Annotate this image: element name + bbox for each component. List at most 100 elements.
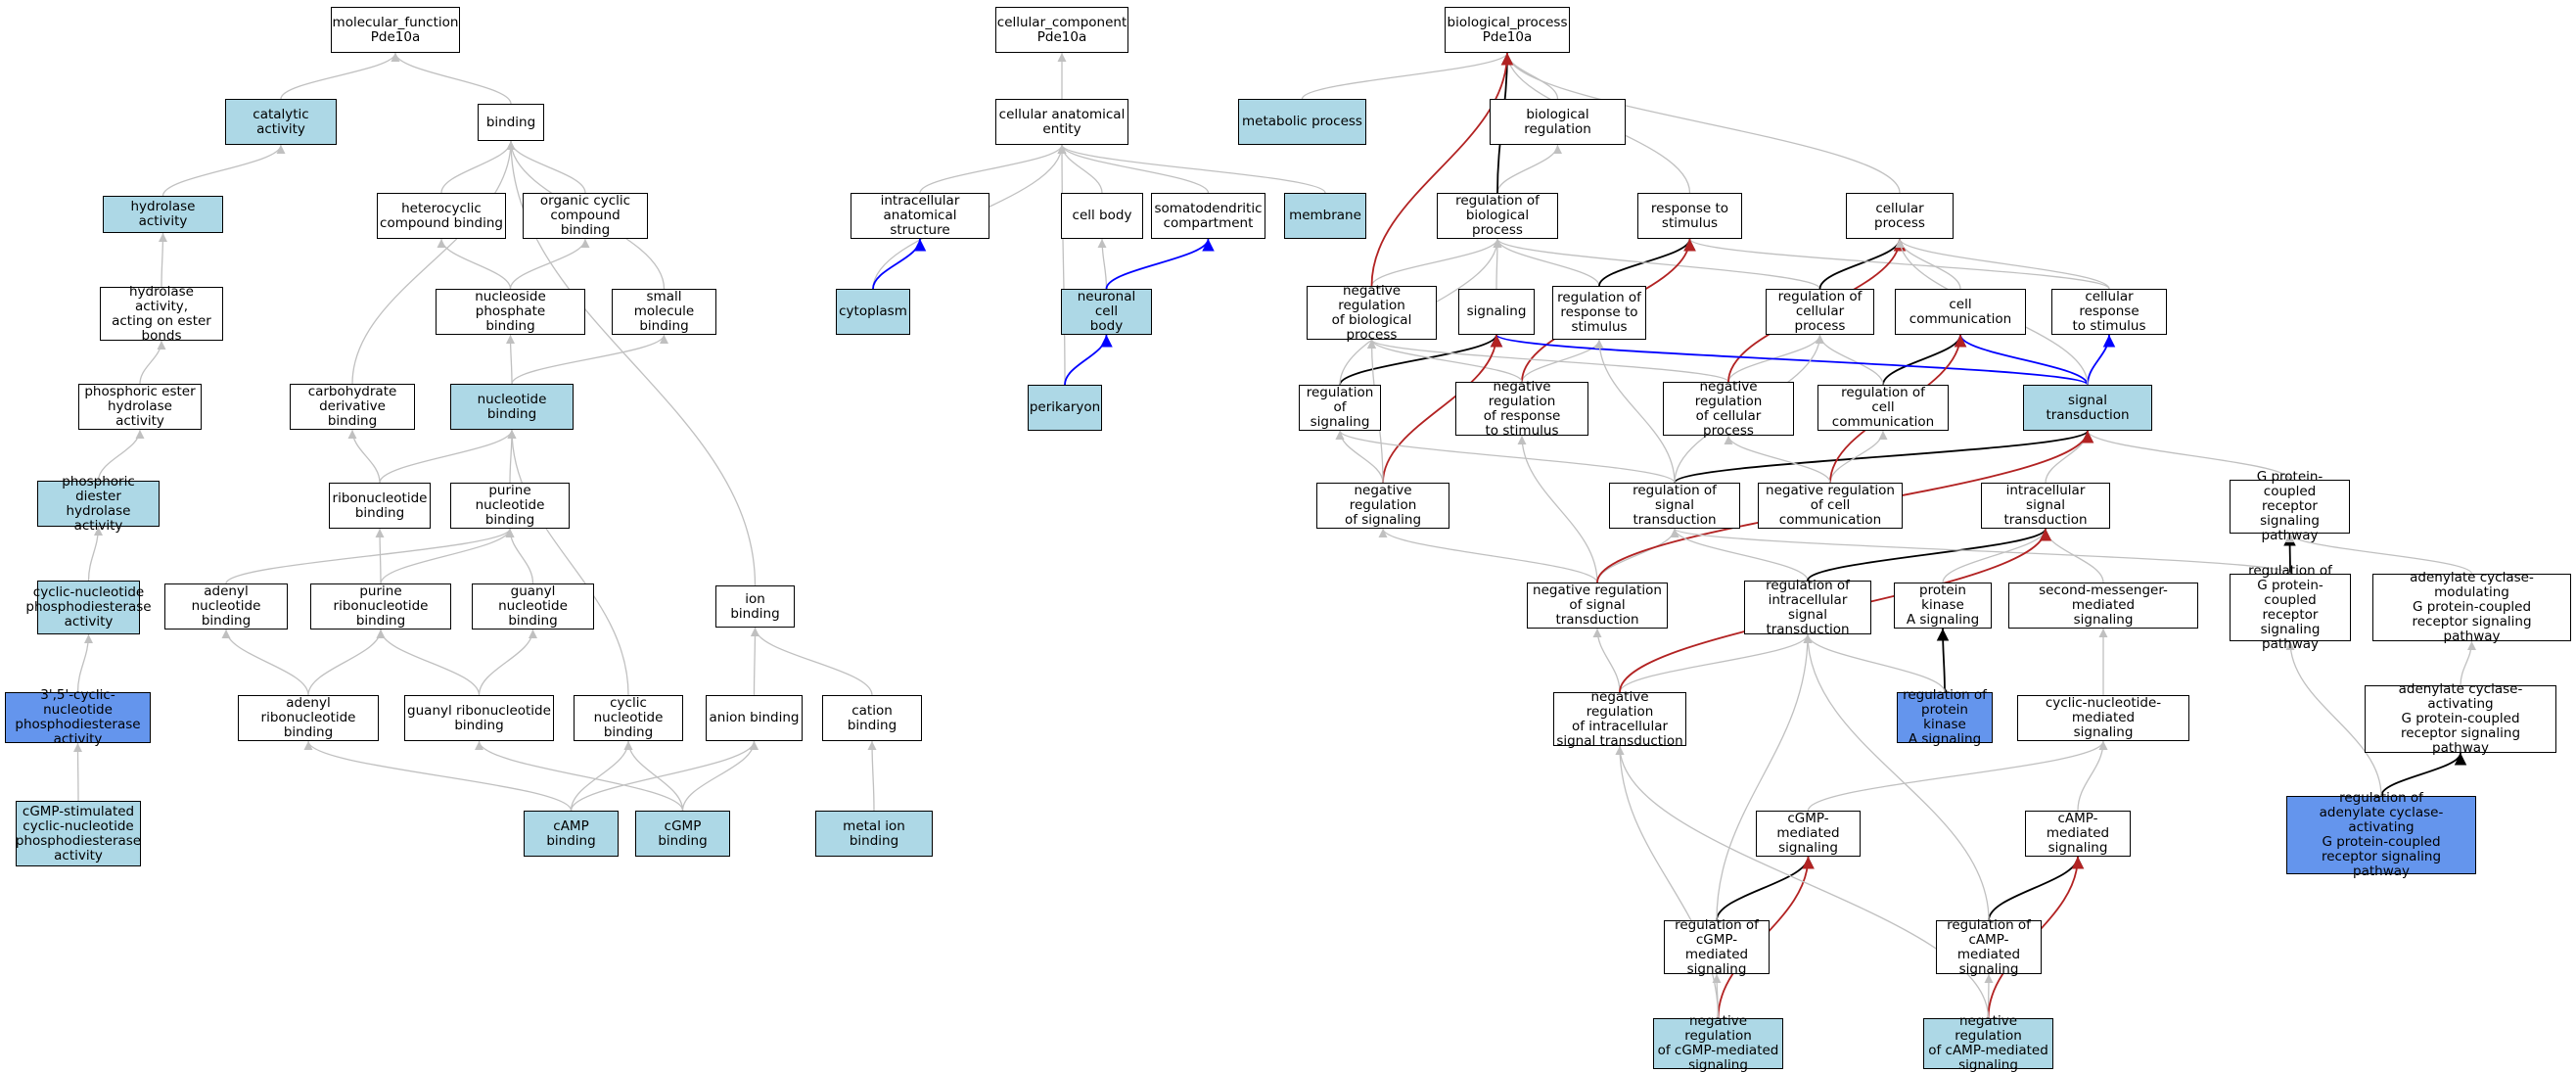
node-guanyl-ribonucleotide[interactable]: guanyl ribonucleotide binding xyxy=(404,695,554,741)
node-ion-binding[interactable]: ion binding xyxy=(715,585,795,628)
node-ist[interactable]: intracellular signal transduction xyxy=(1981,483,2110,529)
node-cgmp-binding[interactable]: cGMP binding xyxy=(635,811,730,857)
node-neg-reg-camp[interactable]: negative regulation of cAMP-mediated sig… xyxy=(1923,1014,2053,1073)
node-neg-reg-bp[interactable]: negative regulation of biological proces… xyxy=(1307,283,1437,342)
node-neg-reg-resp-stim[interactable]: negative regulation of response to stimu… xyxy=(1455,379,1588,438)
edge-nucleotide-binding-to-small-molecule xyxy=(511,334,668,385)
node-cell-body[interactable]: cell body xyxy=(1061,193,1143,239)
node-mf[interactable]: molecular_function Pde10a xyxy=(331,7,460,53)
edge-binding-to-mf xyxy=(391,52,512,105)
node-anion-binding[interactable]: anion binding xyxy=(706,695,803,741)
edge-reg-pka-to-reg-ist xyxy=(1803,633,1946,693)
edge-cell-resp-stim-to-resp-stim xyxy=(1685,238,2110,290)
node-neg-reg-cp[interactable]: negative regulation of cellular process xyxy=(1663,379,1794,438)
node-adenyl-nucleotide[interactable]: adenyl nucleotide binding xyxy=(164,583,288,630)
node-reg-cell-comm[interactable]: regulation of cell communication xyxy=(1817,385,1949,431)
node-reg-st[interactable]: regulation of signal transduction xyxy=(1609,483,1740,529)
node-pde-35[interactable]: 3',5'-cyclic-nucleotide phosphodiesteras… xyxy=(5,688,151,747)
edge-cell-resp-stim-to-cellular-process xyxy=(1895,238,2110,290)
node-carbohydrate-deriv[interactable]: carbohydrate derivative binding xyxy=(290,384,415,430)
node-cation-binding[interactable]: cation binding xyxy=(822,695,922,741)
edge-neg-reg-st-to-neg-reg-resp-stim xyxy=(1517,435,1598,583)
node-resp-stim[interactable]: response to stimulus xyxy=(1637,193,1742,239)
node-pka[interactable]: protein kinase A signaling xyxy=(1894,583,1992,629)
node-heterocyclic[interactable]: heterocyclic compound binding xyxy=(377,193,506,239)
node-ac-mod[interactable]: adenylate cyclase-modulating G protein-c… xyxy=(2372,571,2571,644)
node-nucleotide-binding[interactable]: nucleotide binding xyxy=(450,384,574,430)
edge-reg-cell-comm-to-cell-comm xyxy=(1882,334,1967,386)
edge-bio-reg-to-bp xyxy=(1502,52,1559,100)
edge-cgmp-mediated-to-cn-mediated xyxy=(1807,740,2108,812)
node-bp[interactable]: biological_process Pde10a xyxy=(1445,7,1570,53)
edge-cgmp-stim-pde-to-pde-35 xyxy=(72,742,83,802)
edge-cyclic-nucleotide-to-nucleotide-binding xyxy=(507,429,629,696)
node-camp-binding[interactable]: cAMP binding xyxy=(524,811,619,857)
node-perikaryon[interactable]: perikaryon xyxy=(1028,385,1102,431)
edge-reg-st-to-reg-resp-stim xyxy=(1594,339,1676,484)
node-guanyl-nucleotide[interactable]: guanyl nucleotide binding xyxy=(472,583,594,630)
node-somatodendritic[interactable]: somatodendritic compartment xyxy=(1151,193,1265,239)
node-neuronal-cell-body[interactable]: neuronal cell body xyxy=(1061,289,1152,335)
node-ribonucleotide[interactable]: ribonucleotide binding xyxy=(329,483,431,529)
edge-cytoplasm-to-ias xyxy=(872,238,927,290)
edge-ac-act-to-ac-mod xyxy=(2460,640,2477,686)
node-signal-transduction[interactable]: signal transduction xyxy=(2023,385,2152,431)
edge-metabolic-to-bp xyxy=(1301,52,1512,100)
edge-gpcr-to-signal-transduction xyxy=(2083,430,2291,481)
node-organic-cyclic[interactable]: organic cyclic compound binding xyxy=(523,193,648,239)
node-catalytic[interactable]: catalytic activity xyxy=(225,99,337,145)
node-reg-ac-act[interactable]: regulation of adenylate cyclase-activati… xyxy=(2286,791,2476,879)
node-small-molecule[interactable]: small molecule binding xyxy=(612,289,716,335)
node-cc[interactable]: cellular_component Pde10a xyxy=(995,7,1128,53)
node-cytoplasm[interactable]: cytoplasm xyxy=(836,289,910,335)
node-binding[interactable]: binding xyxy=(478,104,544,141)
node-hydrolase-ester[interactable]: hydrolase activity, acting on ester bond… xyxy=(100,284,223,343)
node-reg-bp[interactable]: regulation of biological process xyxy=(1437,193,1558,239)
node-neg-reg-ist[interactable]: negative regulation of intracellular sig… xyxy=(1553,689,1686,748)
node-reg-pka[interactable]: regulation of protein kinase A signaling xyxy=(1897,688,1993,747)
node-cn-mediated[interactable]: cyclic-nucleotide-mediated signaling xyxy=(2017,695,2189,741)
node-reg-cp[interactable]: regulation of cellular process xyxy=(1766,289,1874,335)
node-camp-mediated[interactable]: cAMP-mediated signaling xyxy=(2025,811,2131,857)
edge-reg-st-to-signal-transduction xyxy=(1674,430,2094,484)
node-ac-act[interactable]: adenylate cyclase-activating G protein-c… xyxy=(2365,682,2556,756)
node-second-messenger[interactable]: second-messenger-mediated signaling xyxy=(2008,583,2198,629)
edge-reg-gpcr-to-reg-st xyxy=(1670,528,2291,575)
node-neg-reg-cell-comm[interactable]: negative regulation of cell communicatio… xyxy=(1758,483,1903,529)
edge-hydrolase-to-catalytic xyxy=(161,144,286,197)
node-reg-camp[interactable]: regulation of cAMP-mediated signaling xyxy=(1936,917,2042,976)
node-reg-resp-stim[interactable]: regulation of response to stimulus xyxy=(1552,286,1646,340)
node-purine-ribonucleotide[interactable]: purine ribonucleotide binding xyxy=(310,583,451,630)
node-adenyl-ribonucleotide[interactable]: adenyl ribonucleotide binding xyxy=(238,695,379,741)
node-metal-ion[interactable]: metal ion binding xyxy=(815,811,933,857)
node-metabolic[interactable]: metabolic process xyxy=(1238,99,1366,145)
node-reg-ist[interactable]: regulation of intracellular signal trans… xyxy=(1744,578,1871,636)
node-cell-resp-stim[interactable]: cellular response to stimulus xyxy=(2051,289,2167,335)
node-cgmp-stim-pde[interactable]: cGMP-stimulated cyclic-nucleotide phosph… xyxy=(16,801,141,866)
node-signaling[interactable]: signaling xyxy=(1458,289,1535,335)
node-reg-cgmp[interactable]: regulation of cGMP-mediated signaling xyxy=(1664,917,1770,976)
node-phosphoric-diester[interactable]: phosphoric diester hydrolase activity xyxy=(37,474,160,533)
node-phosphoric-ester[interactable]: phosphoric ester hydrolase activity xyxy=(78,384,202,430)
node-cellular-process[interactable]: cellular process xyxy=(1846,193,1954,239)
edge-reg-ist-to-ist xyxy=(1807,528,2052,582)
node-neg-reg-st[interactable]: negative regulation of signal transducti… xyxy=(1527,583,1668,629)
node-neg-reg-signaling[interactable]: negative regulation of signaling xyxy=(1316,483,1449,529)
node-neg-reg-cgmp[interactable]: negative regulation of cGMP-mediated sig… xyxy=(1653,1014,1783,1073)
node-reg-signaling[interactable]: regulation of signaling xyxy=(1299,385,1381,431)
node-nucleoside-phosphate[interactable]: nucleoside phosphate binding xyxy=(436,289,585,335)
node-cell-comm[interactable]: cell communication xyxy=(1895,289,2026,335)
node-membrane[interactable]: membrane xyxy=(1284,193,1366,239)
node-cae[interactable]: cellular anatomical entity xyxy=(995,99,1128,145)
node-ias[interactable]: intracellular anatomical structure xyxy=(851,193,989,239)
node-cyclic-pde[interactable]: cyclic-nucleotide phosphodiesterase acti… xyxy=(25,581,152,634)
edge-neg-reg-cell-comm-to-reg-cell-comm xyxy=(1829,430,1888,484)
node-reg-gpcr[interactable]: regulation of G protein-coupled receptor… xyxy=(2230,563,2351,651)
node-cyclic-nucleotide[interactable]: cyclic nucleotide binding xyxy=(574,695,683,741)
node-gpcr[interactable]: G protein-coupled receptor signaling pat… xyxy=(2230,470,2350,543)
node-cgmp-mediated[interactable]: cGMP-mediated signaling xyxy=(1756,811,1861,857)
node-hydrolase[interactable]: hydrolase activity xyxy=(103,196,223,233)
node-purine-nucleotide[interactable]: purine nucleotide binding xyxy=(450,483,570,529)
node-bio-reg[interactable]: biological regulation xyxy=(1490,99,1626,145)
